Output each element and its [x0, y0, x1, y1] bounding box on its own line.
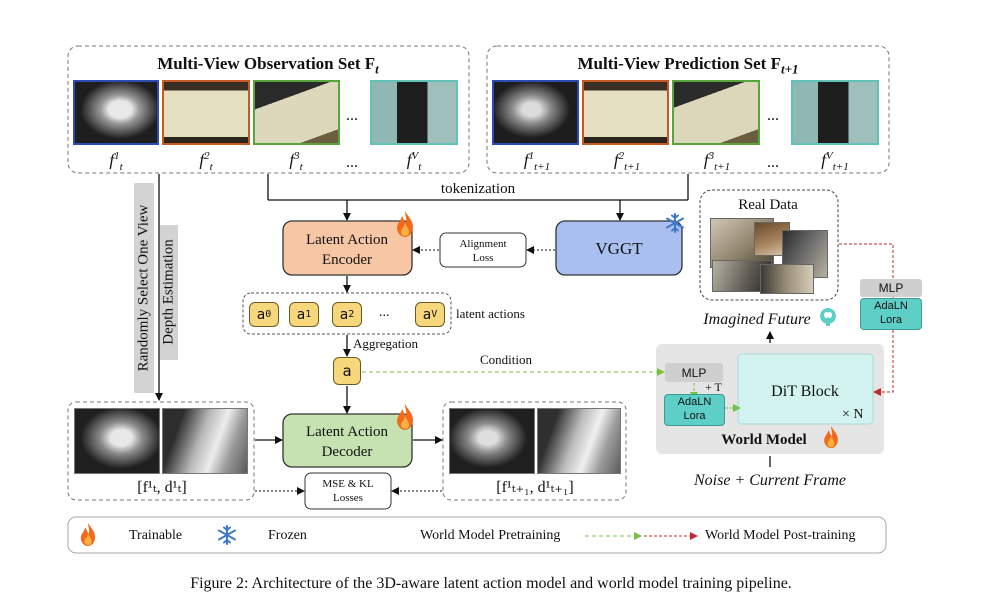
real-data-title: Real Data	[738, 197, 798, 213]
pred-view-3-image	[672, 80, 760, 145]
legend-frozen-label: Frozen	[268, 528, 307, 543]
flame-icon	[824, 425, 838, 449]
depth-bar	[160, 225, 178, 360]
decoder-block	[282, 413, 413, 468]
pred-ellipsis: ...	[767, 107, 779, 124]
flame-icon	[397, 404, 413, 430]
brain-icon	[820, 308, 836, 326]
times-n-label: × N	[842, 407, 864, 422]
obs-view-2-image	[162, 80, 250, 145]
pred-view-2-image	[582, 80, 669, 145]
plus-t-label: + T	[705, 380, 722, 394]
prediction-set-frame	[486, 45, 890, 174]
vggt-block	[555, 220, 683, 276]
latent-actions-label: latent actions	[456, 306, 525, 321]
pred-view-v-label: fVt+1	[821, 150, 849, 174]
depth-output-frame	[442, 401, 627, 501]
prediction-set-title: Multi-View Prediction Set Ft+1	[577, 54, 799, 77]
legend-frame	[67, 516, 887, 554]
flame-icon	[397, 211, 413, 237]
aggregation-label: Aggregation	[353, 336, 418, 351]
depth-input-frame	[67, 401, 255, 501]
random-view-bar	[134, 183, 154, 393]
obs-view-v-image	[370, 80, 458, 145]
world-mlp-box: MLP	[665, 363, 723, 382]
world-model-title: World Model	[721, 432, 807, 448]
pred-view-3-label: f3t+1	[703, 150, 731, 174]
observation-set-title: Multi-View Observation Set Ft	[157, 54, 379, 77]
pred-view-1-label: f1t+1	[523, 150, 551, 174]
depth-output-rgb-image	[449, 408, 535, 474]
real-data-frame	[699, 189, 839, 301]
obs-ellipsis-bottom: ...	[346, 154, 358, 171]
dit-block-label: DiT Block	[771, 383, 839, 400]
legend-posttraining-label: World Model Post-training	[705, 528, 856, 543]
tokenization-label: tokenization	[440, 181, 516, 197]
real-data-image	[760, 264, 814, 294]
snowflake-icon	[666, 213, 684, 233]
depth-input-label: [f¹ₜ, d¹ₜ]	[137, 479, 187, 496]
pred-view-2-label: f2t+1	[613, 150, 641, 174]
condition-label: Condition	[480, 352, 533, 367]
depth-estimation-label: Depth Estimation	[160, 239, 177, 345]
vggt-label: VGGT	[595, 239, 643, 258]
depth-input-rgb-image	[74, 408, 160, 474]
pred-view-1-image	[492, 80, 579, 145]
legend-trainable-label: Trainable	[129, 528, 183, 543]
legend-pretraining-label: World Model Pretraining	[420, 528, 561, 543]
flame-icon	[80, 522, 96, 547]
snowflake-icon	[218, 525, 236, 545]
obs-view-1-image	[73, 80, 159, 145]
depth-output-label: [f¹ₜ₊₁, d¹ₜ₊₁]	[496, 479, 574, 496]
aggregated-action-chip: a	[333, 357, 361, 385]
depth-input-depth-image	[162, 408, 248, 474]
figure-caption: Figure 2: Architecture of the 3D-aware l…	[190, 575, 792, 592]
observation-set-frame	[67, 45, 470, 174]
obs-view-2-label: f2t	[199, 150, 213, 174]
obs-view-v-label: fVt	[406, 150, 422, 174]
pred-ellipsis-bottom: ...	[767, 154, 779, 171]
obs-ellipsis: ...	[346, 107, 358, 124]
random-select-label: Randomly Select One View	[135, 204, 152, 372]
pred-view-v-image	[791, 80, 879, 145]
obs-view-3-image	[253, 80, 340, 145]
latent-actions-frame	[242, 292, 452, 335]
post-mlp-box: MLP	[860, 279, 922, 297]
obs-view-1-label: f1t	[109, 150, 123, 174]
depth-output-depth-image	[537, 408, 621, 474]
noise-current-frame-label: Noise + Current Frame	[694, 472, 846, 489]
chips-ellipsis: ...	[379, 305, 390, 320]
obs-view-3-label: f3t	[289, 150, 303, 174]
imagined-future-label: Imagined Future	[703, 311, 811, 328]
